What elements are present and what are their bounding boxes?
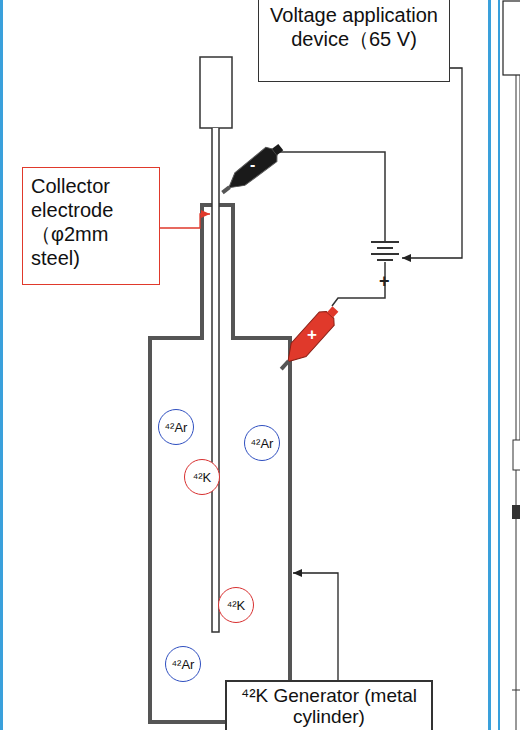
partial-panel	[499, 0, 520, 730]
device-leader	[402, 68, 462, 258]
label-text: ⁴²K Generator (metal cylinder)	[233, 685, 425, 727]
potassium-atom: ⁴²K	[218, 587, 254, 623]
negative-wire	[272, 152, 385, 242]
label-text: Voltage application device（65 V)	[265, 3, 443, 51]
generator-cylinder	[150, 205, 290, 722]
device-label-box: Voltage application device（65 V)	[258, 0, 450, 82]
atom-symbol: ⁴²K	[193, 470, 212, 485]
collector-leader	[158, 214, 210, 228]
probe-holder	[200, 57, 232, 128]
positive-wire	[332, 262, 385, 306]
atom-symbol: ⁴²Ar	[251, 436, 274, 451]
polarity-sign: +	[307, 326, 317, 343]
atom-symbol: ⁴²K	[227, 598, 246, 613]
argon-atom: ⁴²Ar	[165, 646, 201, 682]
generator-leader	[293, 573, 338, 680]
generator-label-box: ⁴²K Generator (metal cylinder)	[225, 680, 433, 730]
battery-symbol	[371, 242, 399, 260]
polarity-sign: -	[250, 157, 255, 173]
collector-rod	[212, 128, 219, 632]
panel-frame	[2, 0, 490, 730]
negative-clip	[217, 140, 286, 200]
atom-symbol: ⁴²Ar	[172, 657, 195, 672]
collector-label-box: Collector electrode （φ2mm steel)	[22, 167, 160, 285]
argon-atom: ⁴²Ar	[244, 425, 280, 461]
atom-symbol: ⁴²Ar	[165, 420, 188, 435]
positive-clip	[274, 302, 343, 376]
potassium-atom: ⁴²K	[184, 459, 220, 495]
polarity-sign: +	[379, 272, 390, 290]
argon-atom: ⁴²Ar	[158, 409, 194, 445]
label-text: Collector electrode （φ2mm steel)	[31, 174, 151, 270]
